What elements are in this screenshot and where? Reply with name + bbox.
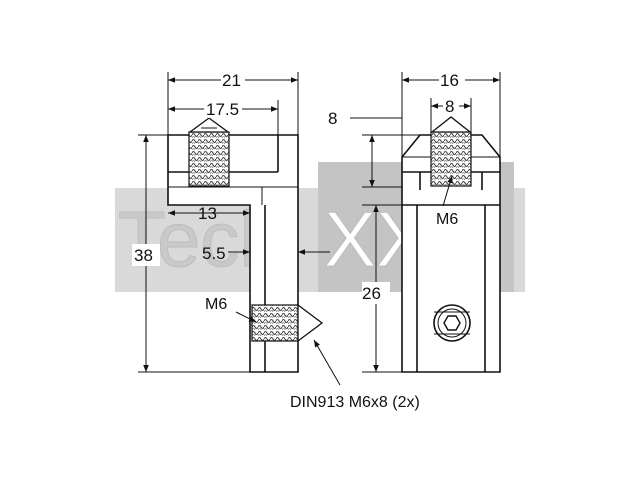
side-dimension-labels: 21 17.5 13 5.5 38 M6 — [132, 68, 245, 313]
side-thread-label: M6 — [205, 296, 227, 313]
front-hex-socket — [433, 304, 471, 342]
front-dimension-labels: 16 8 8 26 M6 — [328, 68, 465, 304]
side-top-setscrew — [188, 117, 230, 187]
dim-8-height: 8 — [328, 109, 337, 128]
dim-17-5: 17.5 — [206, 100, 239, 119]
setscrew-callout: DIN913 M6x8 (2x) — [290, 394, 420, 411]
dim-21: 21 — [222, 71, 241, 90]
dim-13: 13 — [198, 204, 217, 223]
front-view — [401, 116, 501, 373]
side-bottom-setscrew — [251, 303, 324, 343]
front-thread-label: M6 — [436, 211, 458, 228]
front-dimensions — [350, 72, 501, 373]
dim-5-5: 5.5 — [202, 244, 226, 263]
dim-8-width: 8 — [445, 97, 454, 116]
dim-16: 16 — [440, 71, 459, 90]
dim-38: 38 — [134, 246, 153, 265]
front-top-setscrew — [430, 116, 472, 187]
dim-26: 26 — [362, 284, 381, 303]
side-view — [167, 117, 324, 373]
